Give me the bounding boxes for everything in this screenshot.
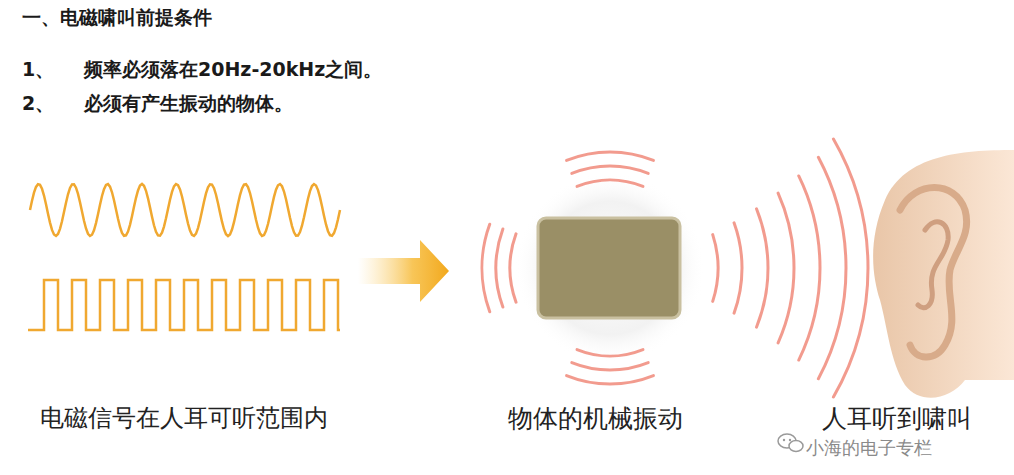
vibrating-object <box>538 218 680 318</box>
sound-arc <box>567 376 654 384</box>
wechat-icon <box>778 434 803 452</box>
sound-arc <box>577 350 643 356</box>
glow <box>515 173 705 363</box>
signal-waves <box>28 184 340 330</box>
sound-arc <box>799 176 820 360</box>
caption-label: 人耳听到啸叫 <box>822 404 972 434</box>
sound-arc <box>510 234 516 302</box>
list-item: 频率必须落在20Hz-20kHz之间。 <box>84 58 382 81</box>
ear <box>873 150 1014 398</box>
sound-arc <box>756 209 768 327</box>
sound-arc <box>818 157 846 379</box>
sound-arc <box>778 193 794 343</box>
flow-arrow <box>358 240 449 302</box>
sound-arc <box>482 224 490 312</box>
list-number: 2、 <box>22 92 54 115</box>
caption-label: 物体的机械振动 <box>508 404 683 434</box>
square-wave <box>28 280 340 330</box>
sound-arc <box>572 166 648 173</box>
sine-wave <box>30 184 340 236</box>
sound-arc <box>833 139 868 397</box>
heading: 一、电磁啸叫前提条件 <box>22 6 212 29</box>
watermark: 小海的电子专栏 <box>806 437 932 459</box>
vibration-arcs <box>482 139 868 397</box>
sound-arc <box>572 363 648 370</box>
sound-arc <box>577 180 643 186</box>
caption-label: 电磁信号在人耳可听范围内 <box>40 404 328 433</box>
sound-arc <box>567 152 654 160</box>
list-item: 必须有产生振动的物体。 <box>84 92 293 115</box>
sound-arc <box>496 229 503 307</box>
list-number: 1、 <box>22 58 54 81</box>
sound-arc <box>734 223 742 313</box>
sound-arc <box>713 235 718 302</box>
